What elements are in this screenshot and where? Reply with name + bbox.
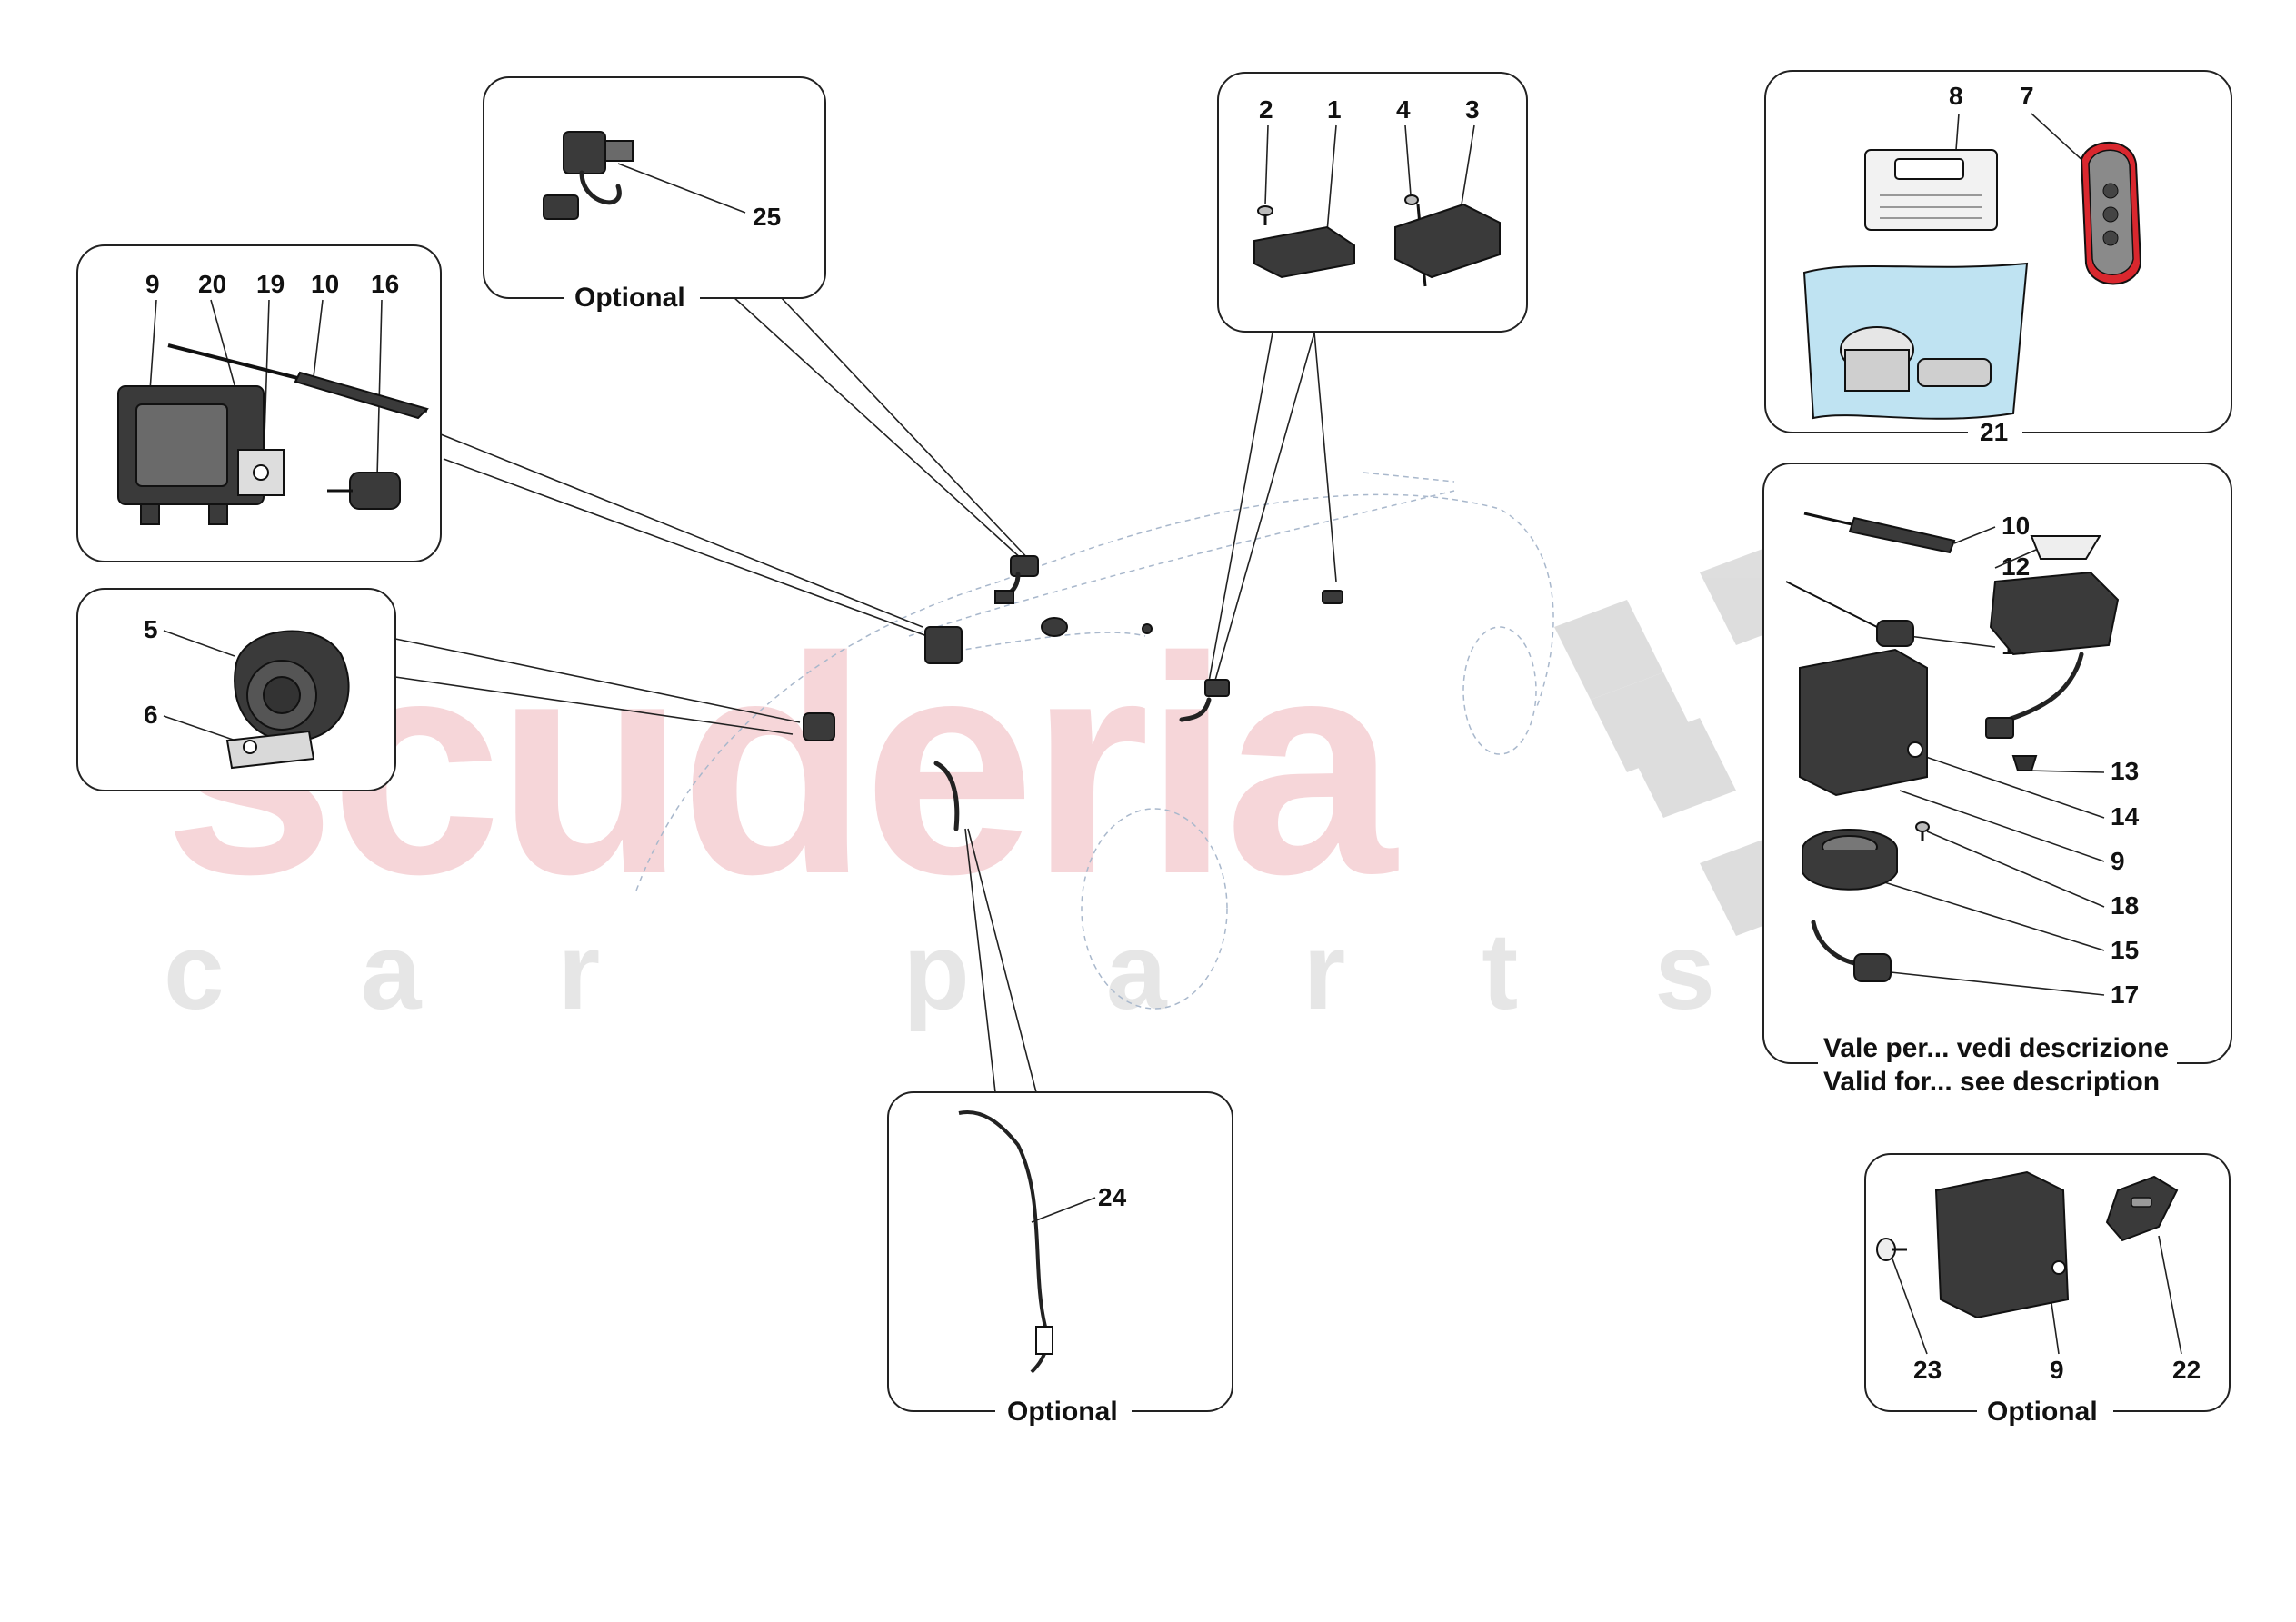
callout-22: 22	[2172, 1356, 2201, 1384]
key-fob-icon	[2080, 141, 2142, 285]
clip-icon	[2011, 755, 2038, 771]
sensor-icon	[1041, 617, 1068, 637]
callout-21: 21	[1980, 418, 2008, 446]
connector-icon	[994, 590, 1014, 604]
control-unit-icon	[1394, 203, 1501, 279]
callout-5: 5	[144, 615, 158, 643]
callout-19: 19	[256, 270, 285, 298]
connector-icon	[1204, 679, 1230, 697]
callout-13: 13	[2111, 757, 2139, 785]
watermark: scuderia car parts	[164, 545, 2027, 1054]
speaker-icon	[1802, 829, 1898, 891]
box-siren: 5 6	[76, 588, 396, 791]
callout-24: 24	[1098, 1183, 1127, 1211]
box-control-unit-antenna: 9 20 19 10 16	[76, 244, 442, 562]
sensor-icon	[1322, 590, 1343, 604]
callout-4: 4	[1396, 95, 1411, 124]
connector-icon	[543, 131, 634, 220]
box-valid-for: Vale per... vedi descrizione Valid for..…	[1762, 463, 2232, 1102]
screw-icon	[1915, 821, 1930, 841]
callout-9c: 9	[2050, 1356, 2064, 1384]
installed-parts	[803, 555, 1343, 831]
control-unit-icon	[924, 626, 963, 664]
callout-12: 12	[2002, 552, 2030, 581]
callout-18: 18	[2111, 891, 2139, 920]
callout-9b: 9	[2111, 847, 2125, 875]
control-unit-icon	[1253, 225, 1355, 279]
key-fob-icon	[2105, 1175, 2179, 1242]
callout-6: 6	[144, 701, 158, 729]
spare-parts-bag-icon	[1802, 262, 2029, 420]
callout-2: 2	[1259, 95, 1273, 124]
sensor-icon	[1811, 920, 1892, 982]
callout-16: 16	[371, 270, 399, 298]
callout-7: 7	[2020, 82, 2034, 110]
callout-3: 3	[1465, 95, 1480, 124]
callout-23: 23	[1913, 1356, 1942, 1384]
sensor-icon	[327, 472, 401, 510]
connector-icon	[1010, 555, 1039, 577]
callout-15: 15	[2111, 936, 2139, 964]
cable-harness-icon	[958, 1110, 1053, 1374]
caption-optional-25: Optional	[574, 283, 685, 313]
antenna-icon	[167, 343, 429, 420]
box-control-modules: 2 1 4 3	[1217, 72, 1528, 333]
alarm-siren-icon	[225, 630, 350, 770]
callout-25: 25	[753, 203, 781, 231]
screw-icon	[1142, 623, 1153, 634]
antenna-icon	[1803, 512, 1956, 554]
screw-icon	[1876, 1238, 1907, 1261]
screw-icon	[1257, 205, 1273, 225]
watermark-sub: car parts	[164, 911, 1852, 1032]
box-key-kit: 21 8 7	[1764, 70, 2232, 450]
control-unit-icon	[1934, 1170, 2070, 1319]
box-optional-kit: Optional 23 9 22	[1864, 1153, 2231, 1428]
callout-10b: 10	[2002, 512, 2030, 540]
switch-module-icon	[1985, 571, 2120, 739]
callout-20: 20	[198, 270, 226, 298]
callout-9: 9	[145, 270, 160, 298]
box-optional-24: Optional 24	[887, 1091, 1233, 1428]
callout-1: 1	[1327, 95, 1342, 124]
control-unit-icon	[117, 385, 285, 525]
callout-8: 8	[1949, 82, 1963, 110]
leader-lines	[394, 295, 1337, 1093]
caption-optional-24: Optional	[1007, 1397, 1118, 1427]
caption-valid-en: Valid for... see description	[1823, 1067, 2160, 1097]
trim-bezel-icon	[2030, 535, 2101, 560]
key-card-icon	[1864, 149, 1998, 231]
callout-10: 10	[311, 270, 339, 298]
sensor-icon	[1785, 581, 1914, 647]
alarm-siren-icon	[803, 712, 835, 741]
control-unit-icon	[1799, 648, 1928, 797]
vehicle-outline	[635, 472, 1554, 1010]
caption-valid-it: Vale per... vedi descrizione	[1823, 1033, 2169, 1063]
box-optional-25: Optional 25	[483, 76, 826, 314]
caption-optional-kit: Optional	[1987, 1397, 2098, 1427]
callout-17: 17	[2111, 980, 2139, 1009]
callout-14: 14	[2111, 802, 2140, 831]
